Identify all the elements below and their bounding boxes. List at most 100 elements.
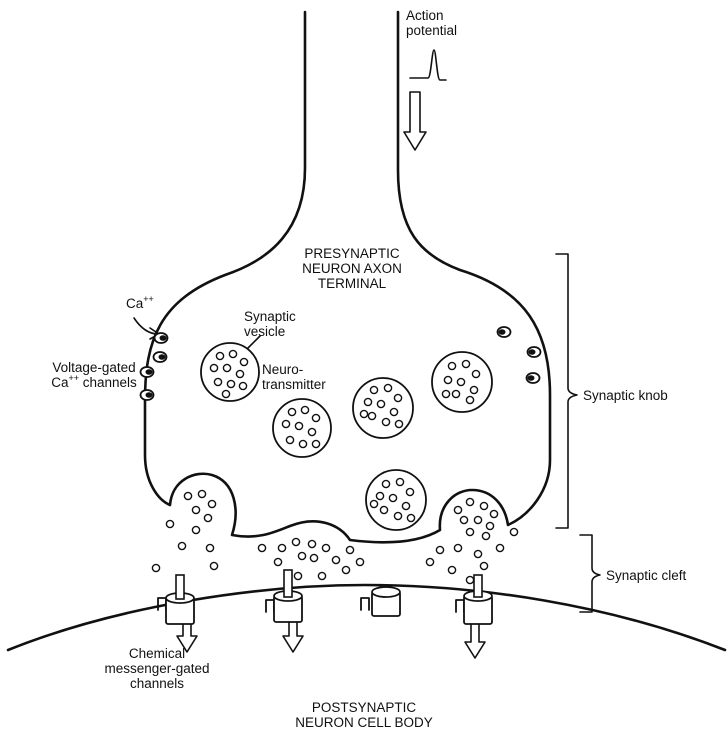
neurotransmitter-molecule	[317, 571, 327, 581]
chemical-gated-channel-2	[265, 569, 304, 653]
chemical-gated-channels-label: Chemical messenger-gated channels	[104, 646, 210, 691]
neurotransmitter-molecule	[341, 565, 351, 575]
neurotransmitter-molecule	[331, 555, 341, 565]
postsynaptic-membrane	[6, 583, 727, 652]
neurotransmitter-molecule	[381, 417, 391, 427]
neurotransmitter-molecule	[209, 561, 219, 571]
neurotransmitter-molecule	[383, 383, 393, 393]
neurotransmitter-molecule	[191, 505, 201, 515]
chemical-gated-channel-1	[157, 574, 198, 653]
neurotransmitter-groups	[151, 349, 519, 585]
down-arrow	[403, 91, 427, 151]
neurotransmitter-molecule	[389, 407, 399, 417]
neurotransmitter-molecule	[401, 501, 411, 511]
neurotransmitter-molecule	[393, 511, 403, 521]
neurotransmitter-molecule	[273, 557, 283, 567]
neurotransmitter-molecule	[447, 361, 457, 371]
neurotransmitter-molecule	[443, 375, 453, 385]
neurotransmitter-molecule	[293, 571, 303, 581]
vesicle-leader-line	[245, 335, 261, 351]
voltage-gated-channel-1	[153, 332, 169, 344]
neurotransmitter-molecule	[465, 575, 475, 585]
neurotransmitter-molecule	[479, 501, 489, 511]
neurotransmitter-molecule	[453, 505, 463, 515]
neurotransmitter-molecule	[473, 515, 483, 525]
presynaptic-membrane	[143, 10, 552, 544]
neurotransmitter-molecule	[465, 527, 475, 537]
chemical-gated-channel-closed	[360, 586, 401, 617]
neurotransmitter-molecule	[369, 499, 379, 509]
neurotransmitter-molecule	[209, 363, 219, 373]
synaptic-cleft-label: Synaptic cleft	[606, 568, 687, 583]
neurotransmitter-molecule	[469, 385, 479, 395]
neurotransmitter-molecule	[394, 419, 404, 429]
neurotransmitter-molecule	[238, 381, 248, 391]
neurotransmitter-molecule	[453, 543, 463, 553]
neurotransmitter-molecule	[459, 515, 469, 525]
neurotransmitter-molecule	[435, 545, 445, 555]
neurotransmitter-molecule	[345, 545, 355, 555]
neurotransmitter-molecule	[441, 389, 451, 399]
neurotransmitter-molecule	[291, 537, 301, 547]
neurotransmitter-molecule	[311, 413, 321, 423]
neurotransmitter-molecule	[307, 539, 317, 549]
neurotransmitter-molecule	[485, 521, 495, 531]
neurotransmitter-molecule	[465, 497, 475, 507]
neurotransmitter-molecule	[367, 411, 377, 421]
synaptic-cleft-bracket	[579, 534, 601, 613]
neurotransmitter-molecule	[363, 397, 373, 407]
neurotransmitter-molecule	[215, 351, 225, 361]
neurotransmitter-molecule	[281, 419, 291, 429]
neurotransmitter-molecule	[481, 531, 491, 541]
neurotransmitter-molecule	[239, 357, 249, 367]
neurotransmitter-label: Neuro- transmitter	[262, 362, 326, 392]
neurotransmitter-molecule	[277, 543, 287, 553]
neurotransmitter-molecule	[207, 499, 217, 509]
voltage-gated-channel-2	[152, 351, 168, 363]
neurotransmitter-molecule	[355, 557, 365, 567]
neurotransmitter-molecule	[388, 493, 398, 503]
voltage-gated-channel-4	[139, 389, 155, 401]
neurotransmitter-molecule	[406, 513, 416, 523]
neurotransmitter-molecule	[205, 543, 215, 553]
neurotransmitter-molecule	[321, 543, 331, 553]
voltage-gated-channels-label: Voltage-gated Ca++ channels	[51, 360, 137, 390]
neurotransmitter-molecule	[191, 525, 201, 535]
voltage-gated-channel-3	[139, 366, 155, 378]
neurotransmitter-molecule	[425, 557, 435, 567]
neurotransmitter-molecule	[309, 553, 319, 563]
neurotransmitter-molecule	[222, 363, 232, 373]
neurotransmitter-molecule	[379, 505, 389, 515]
neurotransmitter-molecule	[300, 405, 310, 415]
neurotransmitter-molecule	[376, 399, 386, 409]
synaptic-knob-label: Synaptic knob	[583, 388, 668, 403]
ca-ion-label: Ca++	[126, 294, 154, 312]
synaptic-knob-bracket	[555, 253, 578, 529]
neurotransmitter-molecule	[375, 491, 385, 501]
neurotransmitter-molecule	[489, 509, 499, 519]
neurotransmitter-molecule	[359, 409, 369, 419]
neurotransmitter-molecule	[381, 479, 391, 489]
neurotransmitter-molecule	[235, 369, 245, 379]
neurotransmitter-molecule	[393, 393, 403, 403]
neurotransmitter-molecule	[294, 421, 304, 431]
neurotransmitter-molecule	[298, 439, 308, 449]
neurotransmitter-molecule	[183, 491, 193, 501]
neurotransmitter-molecule	[473, 549, 483, 559]
presynaptic-terminal-label: PRESYNAPTIC NEURON AXON TERMINAL	[302, 246, 402, 291]
neurotransmitter-molecule	[221, 389, 231, 399]
neurotransmitter-molecule	[395, 477, 405, 487]
neurotransmitter-molecule	[311, 439, 321, 449]
neurotransmitter-molecule	[456, 377, 466, 387]
neurotransmitter-molecule	[197, 489, 207, 499]
neurotransmitter-molecule	[451, 389, 461, 399]
action-potential-label: Action potential	[406, 8, 458, 38]
neurotransmitter-molecule	[151, 563, 161, 573]
neurotransmitter-molecule	[461, 359, 471, 369]
neurotransmitter-molecule	[203, 513, 213, 523]
neurotransmitter-molecule	[495, 543, 505, 553]
neurotransmitter-molecule	[471, 369, 481, 379]
neurotransmitter-molecule	[213, 377, 223, 387]
synaptic-vesicle-label: Synaptic vesicle	[244, 309, 296, 339]
